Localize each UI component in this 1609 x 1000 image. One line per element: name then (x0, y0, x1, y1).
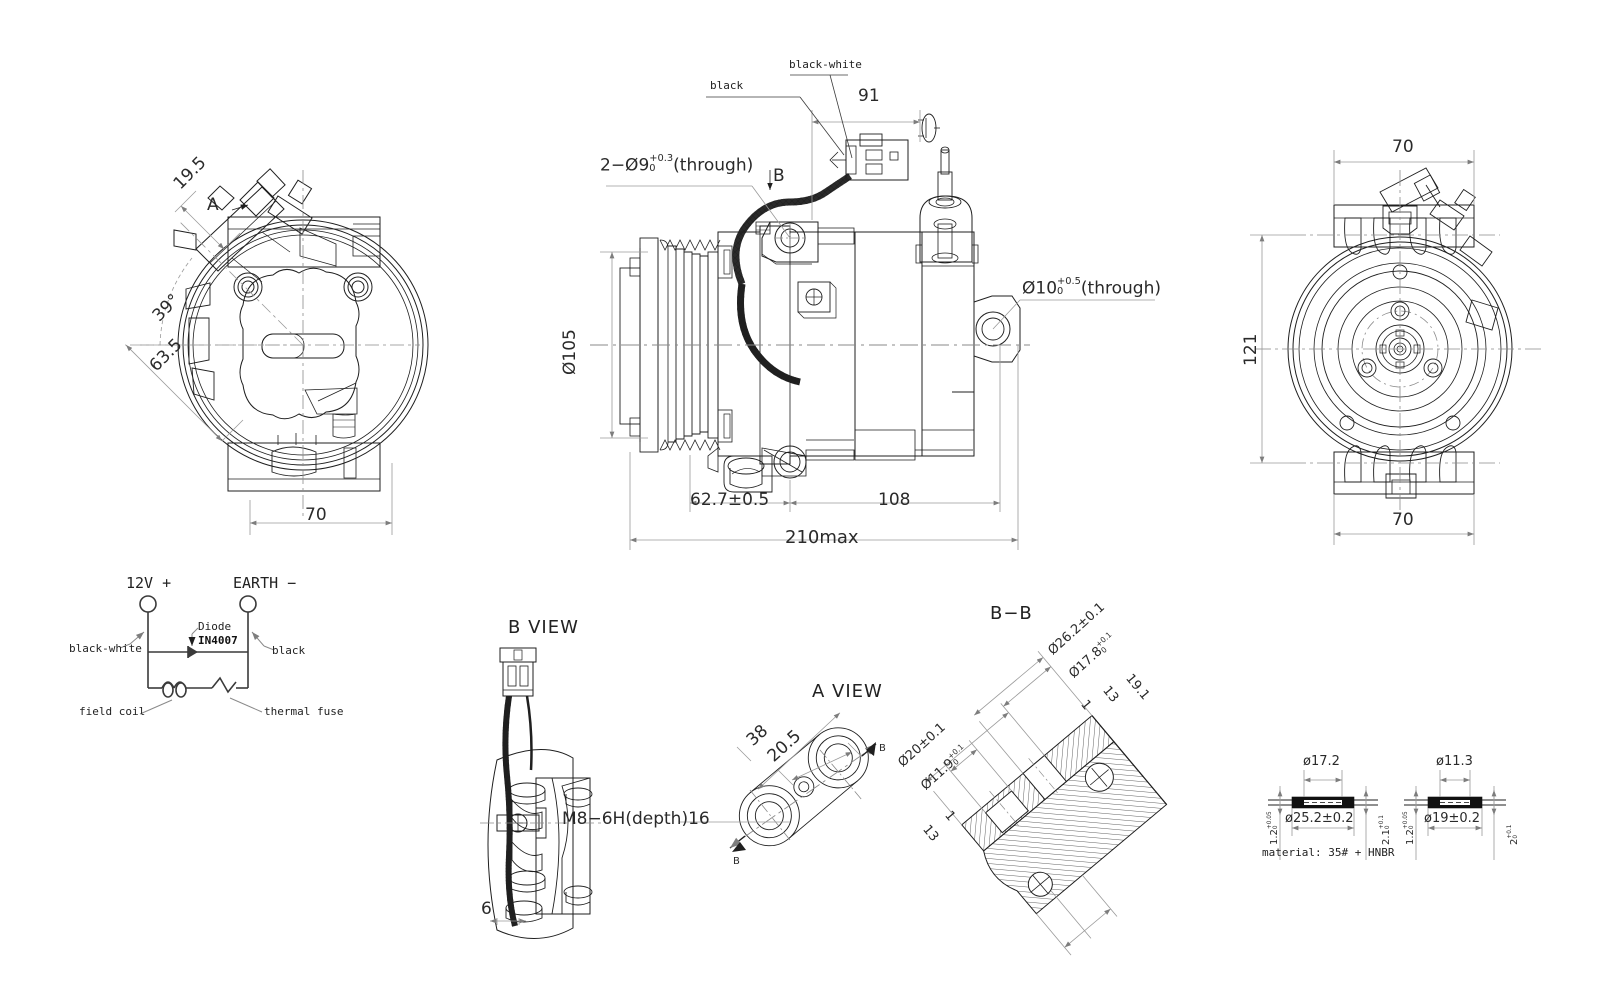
callout-dia10-upper: +0.5 (1057, 276, 1081, 287)
dim-right-121: 121 (1241, 333, 1261, 366)
dim-center-108: 108 (878, 490, 911, 510)
dim-center-dia105: Ø105 (560, 329, 580, 375)
diode-label: Diode (198, 620, 232, 633)
right-view-dimensions (1250, 150, 1475, 545)
field-coil-label: field coil (79, 705, 146, 718)
gasket-left-height-lower: 0 (1385, 825, 1392, 830)
a-view-title: A VIEW (812, 681, 883, 702)
a-view-section-mark-b2: B (733, 856, 740, 867)
b-view-geometry (487, 647, 593, 939)
diode-part-label: IN4007 (198, 634, 238, 647)
gasket-left-geometry (1268, 796, 1378, 809)
a-view-geometry (680, 712, 877, 852)
gasket-left-height-prefix: 2.1 (1381, 829, 1393, 845)
wire-label-black-white: black-white (789, 58, 862, 71)
gasket-right-geometry (1404, 796, 1506, 809)
dim-left-70: 70 (305, 505, 327, 525)
terminal-12v-label: 12V + (126, 574, 172, 592)
callout-2x-dia9-lower: 0 (649, 163, 656, 175)
dim-right-70-bottom: 70 (1392, 510, 1414, 530)
left-view-dimensions (125, 190, 393, 535)
callout-2x-dia9-prefix: 2−Ø9 (600, 155, 650, 176)
b-view-title: B VIEW (508, 617, 579, 638)
wiring-black-white-label: black-white (69, 642, 142, 655)
dim-right-70-top: 70 (1392, 137, 1414, 157)
bb-section-title: B−B (990, 603, 1033, 624)
wiring-black-label: black (272, 644, 306, 657)
gasket-left-thickness-prefix: 1.2 (1269, 829, 1281, 845)
gasket-right-height-lower: 0 (1513, 834, 1520, 839)
gasket-right-dimensions (1413, 770, 1497, 860)
thermal-fuse-label: thermal fuse (264, 705, 344, 718)
callout-dia10-suffix: (through) (1080, 278, 1161, 299)
dim-center-62-7: 62.7±0.5 (690, 490, 770, 510)
gasket-left-thickness-lower: 0 (1273, 825, 1280, 830)
gasket-material-note: material: 35# + HNBR (1262, 846, 1395, 859)
center-view-dimensions (600, 74, 1155, 550)
callout-dia10-lower: 0 (1057, 286, 1064, 298)
gasket-right-thickness-prefix: 1.2 (1405, 829, 1417, 845)
terminal-earth-label: EARTH − (233, 574, 297, 592)
a-view-callout-m8: M8−6H(depth)16 (562, 809, 710, 829)
gasket-right-height-prefix: 2 (1509, 838, 1521, 845)
left-view-geometry (173, 168, 429, 492)
dim-center-210max: 210max (785, 527, 859, 548)
section-mark-a: A (207, 195, 219, 215)
a-view-section-mark-b1: B (879, 743, 886, 754)
section-mark-b-center: B (773, 166, 785, 186)
center-view-geometry (619, 113, 1021, 493)
gasket-left-dimensions (1277, 770, 1369, 860)
dim-b-view-6: 6 (481, 899, 492, 919)
gasket-left-outer: ø25.2±0.2 (1285, 811, 1354, 826)
bb-section-dimensions (925, 650, 1118, 956)
wire-label-black: black (710, 79, 744, 92)
dim-center-91: 91 (858, 86, 880, 106)
bb-section-geometry (961, 714, 1168, 915)
b-view-dimensions (490, 918, 526, 925)
wiring-diagram-geometry (119, 595, 275, 715)
gasket-right-outer: ø19±0.2 (1424, 811, 1481, 826)
gasket-left-bore: ø17.2 (1303, 754, 1340, 769)
callout-2x-dia9-suffix: (through) (673, 155, 754, 176)
gasket-right-bore: ø11.3 (1436, 754, 1473, 769)
gasket-right-thickness-lower: 0 (1409, 825, 1416, 830)
callout-dia10-prefix: Ø10 (1022, 278, 1058, 299)
callout-2x-dia9-upper: +0.3 (649, 153, 674, 164)
